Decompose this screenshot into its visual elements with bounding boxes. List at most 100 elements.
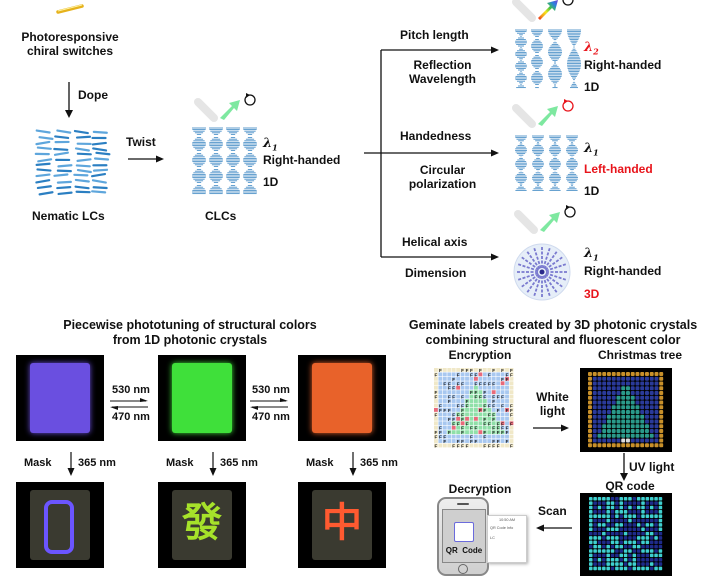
branch-pitch-bottom-label: Reflection Wavelength [409, 58, 476, 86]
encryption-cell [434, 403, 438, 408]
qr-cell [597, 501, 602, 505]
tree-cell [616, 438, 621, 443]
encryption-cell [465, 381, 469, 386]
qr-cell [619, 514, 624, 518]
encryption-cell [456, 408, 461, 412]
encryption-cell [465, 394, 469, 399]
tree-cell [597, 400, 602, 405]
encryption-cell [456, 412, 461, 417]
tree-cell [597, 372, 602, 376]
encryption-cell [496, 408, 501, 412]
qr-cell [589, 497, 593, 501]
tree-cell [588, 424, 592, 429]
f-glyph: F [501, 395, 504, 400]
qr-cell [654, 553, 658, 558]
f-glyph: F [466, 404, 469, 409]
encryption-cell [496, 430, 501, 435]
qr-cell [597, 553, 602, 558]
encryption-cell [438, 430, 443, 435]
encryption-cell [491, 408, 496, 412]
qr-cell [645, 505, 650, 510]
tree-cell [649, 400, 654, 405]
qr-cell [619, 536, 624, 540]
tree-cell [649, 424, 654, 429]
lc-rod [53, 173, 69, 177]
f-glyph: F [448, 395, 451, 400]
encryption-cell [496, 403, 501, 408]
qr-cell [589, 536, 593, 540]
tree-cell [602, 376, 607, 381]
f-glyph: F [475, 390, 478, 395]
qr-cell [628, 523, 632, 527]
qr-cell [654, 505, 658, 510]
qr-cell [658, 549, 663, 553]
tree-cell [659, 395, 664, 400]
tree-cell [649, 376, 654, 381]
lc-rod [37, 158, 53, 163]
tree-cell [621, 424, 626, 429]
lc-rod [57, 164, 73, 168]
encryption-cell [434, 390, 438, 395]
helix-column [209, 127, 223, 195]
qr-cell [597, 540, 602, 545]
encryption-cell [500, 394, 505, 399]
encryption-cell [505, 381, 509, 386]
tree-cell [654, 410, 659, 414]
encryption-cell [505, 439, 509, 443]
f-glyph: F [492, 395, 495, 400]
radial-helix [521, 256, 540, 271]
encryption-cell [474, 421, 478, 426]
qr-cell [645, 497, 650, 501]
tree-cell [607, 386, 611, 391]
encryption-cell [465, 368, 469, 372]
f-glyph: F [475, 395, 478, 400]
phone-home-button [458, 564, 468, 574]
tree-cell [597, 395, 602, 400]
encryption-cell [469, 416, 474, 421]
qr-cell [589, 527, 593, 532]
encryption-cell [469, 443, 474, 448]
encryption-cell [509, 412, 514, 417]
qr-cell [606, 544, 610, 549]
encryption-cell [434, 376, 438, 381]
qr-cell [623, 527, 628, 532]
qr-cell [649, 562, 654, 566]
lc-rod [73, 129, 89, 135]
qr-cell [615, 562, 619, 566]
lc-rod [38, 191, 54, 196]
f-glyph: F [475, 372, 478, 377]
tree-cell [635, 443, 640, 448]
qr-cell [632, 544, 637, 549]
encryption-cell [491, 403, 496, 408]
encryption-cell [487, 408, 492, 412]
qr-cell [636, 540, 641, 545]
qr-cell [636, 518, 641, 523]
qr-cell [628, 557, 632, 562]
encryption-cell [434, 399, 438, 403]
encryption-cell [434, 408, 438, 412]
clc-left-handed-illustration [512, 99, 578, 191]
encryption-cell [460, 425, 465, 430]
branch-axis-dimension: 3D [584, 287, 600, 301]
tree-cell [597, 376, 602, 381]
tree-cell [607, 410, 611, 414]
f-glyph: F [448, 386, 451, 391]
branch-pitch-wavelength: λ2 [584, 40, 599, 57]
lc-rod [56, 169, 72, 173]
tree-cell [654, 424, 659, 429]
qr-cell [632, 557, 637, 562]
qr-cell [606, 566, 610, 571]
qr-cell [654, 514, 658, 518]
tree-cell [654, 429, 659, 433]
qr-cell [606, 562, 610, 566]
encryption-cell [456, 434, 461, 439]
qr-cell [623, 536, 628, 540]
lc-rod [75, 164, 91, 168]
encryption-cell [474, 399, 478, 403]
qr-cell [615, 510, 619, 514]
tree-cell [654, 376, 659, 381]
tree-cell [645, 376, 649, 381]
3d-photonic-sphere-illustration [513, 205, 576, 301]
encryption-cell [442, 434, 447, 439]
qr-cell [610, 566, 615, 571]
